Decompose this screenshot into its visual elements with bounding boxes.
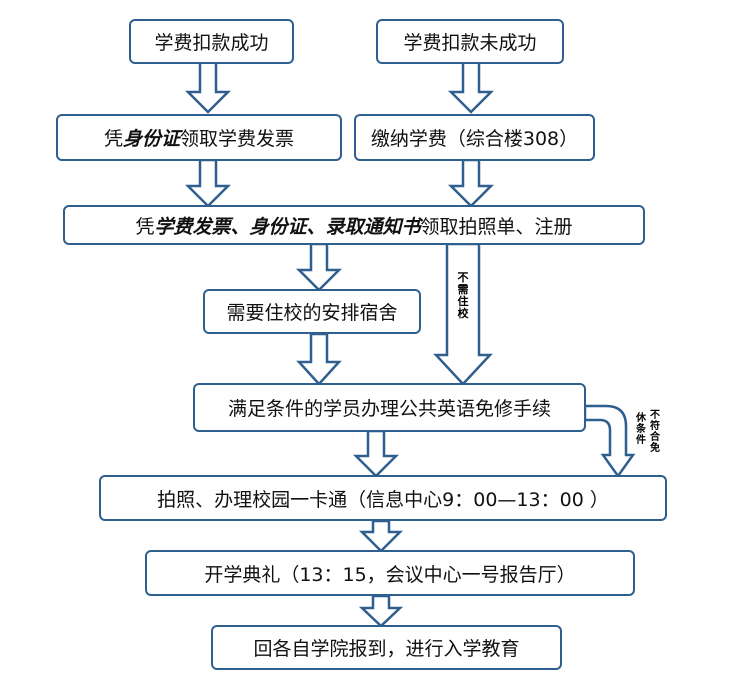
- not-eligible-char-2: 符: [650, 421, 660, 432]
- exempt-label: 满足条件的学员办理公共英语免修手续: [227, 398, 551, 420]
- arrow-exempt-to-photo: [352, 429, 400, 478]
- photo-label: 拍照、办理校园一卡通（信息中心9：00—13：00 ）: [157, 488, 609, 511]
- dorm-label: 需要住校的安排宿舍: [226, 302, 398, 324]
- return-box: 回各自学院报到，进行入学教育: [211, 625, 562, 670]
- register-box: 凭学费发票、身份证、录取通知书领取拍照单、注册: [63, 205, 645, 245]
- not-eligible-note-col1: 不 符 合 免: [650, 410, 662, 454]
- not-eligible-note-col2: 休 条 件: [636, 413, 648, 446]
- no-dorm-char-2: 需: [457, 283, 469, 296]
- invoice-box: 凭身份证领取学费发票: [56, 114, 342, 161]
- not-eligible-char-6: 条: [636, 424, 646, 435]
- paid-box: 学费扣款成功: [129, 19, 294, 64]
- unpaid-label: 学费扣款未成功: [403, 32, 537, 54]
- arrow-photo-to-ceremony: [358, 519, 404, 553]
- arrow-register-to-dorm: [295, 242, 343, 292]
- ceremony-label: 开学典礼（13：15，会议中心一号报告厅）: [204, 563, 576, 586]
- dorm-box: 需要住校的安排宿舍: [203, 289, 421, 334]
- arrow-register-to-exempt: [433, 242, 493, 386]
- photo-box: 拍照、办理校园一卡通（信息中心9：00—13：00 ）: [99, 475, 667, 521]
- not-eligible-char-3: 合: [650, 432, 660, 443]
- no-dorm-char-3: 住: [457, 295, 469, 308]
- arrow-dorm-to-exempt: [296, 332, 342, 386]
- not-eligible-char-4: 免: [650, 443, 660, 454]
- unpaid-box: 学费扣款未成功: [376, 19, 564, 64]
- paid-label: 学费扣款成功: [154, 32, 269, 54]
- invoice-emphasis: 身份证: [122, 128, 180, 150]
- arrow-pay-to-register: [447, 158, 495, 208]
- register-emphasis-id: 身份证: [249, 215, 307, 238]
- exempt-box: 满足条件的学员办理公共英语免修手续: [193, 383, 586, 432]
- register-emphasis-invoice: 学费发票: [154, 215, 231, 238]
- register-emphasis-notice: 录取通知书: [325, 215, 421, 238]
- arrow-ceremony-to-return: [358, 594, 404, 628]
- arrow-not-eligible-bend: [583, 404, 636, 479]
- invoice-prefix: 凭: [103, 128, 123, 150]
- not-eligible-char-7: 件: [636, 435, 646, 446]
- pay-label: 缴纳学费（综合楼308）: [370, 128, 579, 150]
- register-suffix: 领取拍照单、注册: [420, 215, 573, 238]
- no-dorm-note: 不 需 住 校: [455, 272, 471, 320]
- register-separator-1: 、: [230, 215, 250, 238]
- no-dorm-char-1: 不: [457, 271, 469, 284]
- ceremony-box: 开学典礼（13：15，会议中心一号报告厅）: [145, 550, 635, 596]
- not-eligible-char-5: 休: [636, 413, 646, 424]
- arrow-paid-to-invoice: [184, 60, 232, 114]
- register-prefix: 凭: [135, 215, 155, 238]
- invoice-suffix: 领取学费发票: [180, 128, 295, 150]
- no-dorm-char-4: 校: [457, 307, 469, 320]
- pay-box: 缴纳学费（综合楼308）: [354, 114, 595, 161]
- register-separator-2: 、: [306, 215, 326, 238]
- return-label: 回各自学院报到，进行入学教育: [253, 638, 520, 660]
- arrow-unpaid-to-pay: [447, 60, 495, 114]
- not-eligible-char-1: 不: [650, 410, 660, 421]
- arrow-invoice-to-register: [184, 158, 232, 208]
